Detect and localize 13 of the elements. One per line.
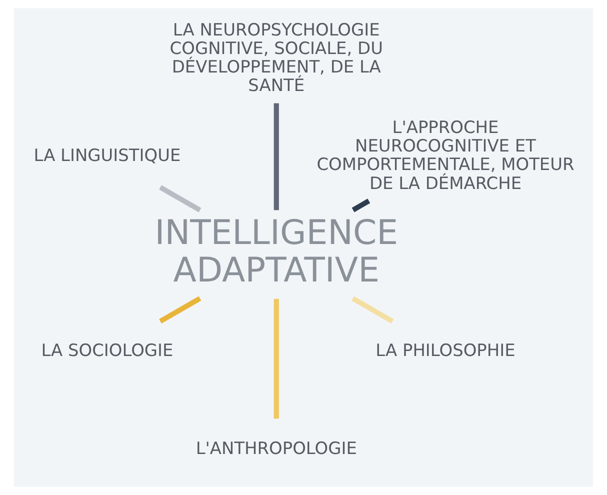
- node-text: LA SOCIOLOGIE: [41, 340, 174, 360]
- connector: [352, 198, 370, 212]
- connector: [274, 103, 279, 210]
- connector: [159, 185, 202, 212]
- node-text: L'APPROCHE NEUROCOGNITIVE ET COMPORTEMENTALE, MOTEUR DE LA DÉMARCHE: [316, 116, 574, 193]
- connector: [159, 296, 202, 324]
- node-text: LA LINGUISTIQUE: [34, 144, 181, 165]
- node-text: LA NEUROPSYCHOLOGIE COGNITIVE, SOCIALE, DU DÉVELOPPEMENT, DE LA SANTÉ: [170, 19, 383, 96]
- node-text: L'ANTHROPOLOGIE: [196, 438, 357, 458]
- node-text: LA PHILOSOPHIE: [376, 340, 516, 360]
- connector: [352, 296, 394, 324]
- connector: [274, 298, 279, 419]
- node-text: INTELLIGENCE ADAPTATIVE: [154, 213, 398, 290]
